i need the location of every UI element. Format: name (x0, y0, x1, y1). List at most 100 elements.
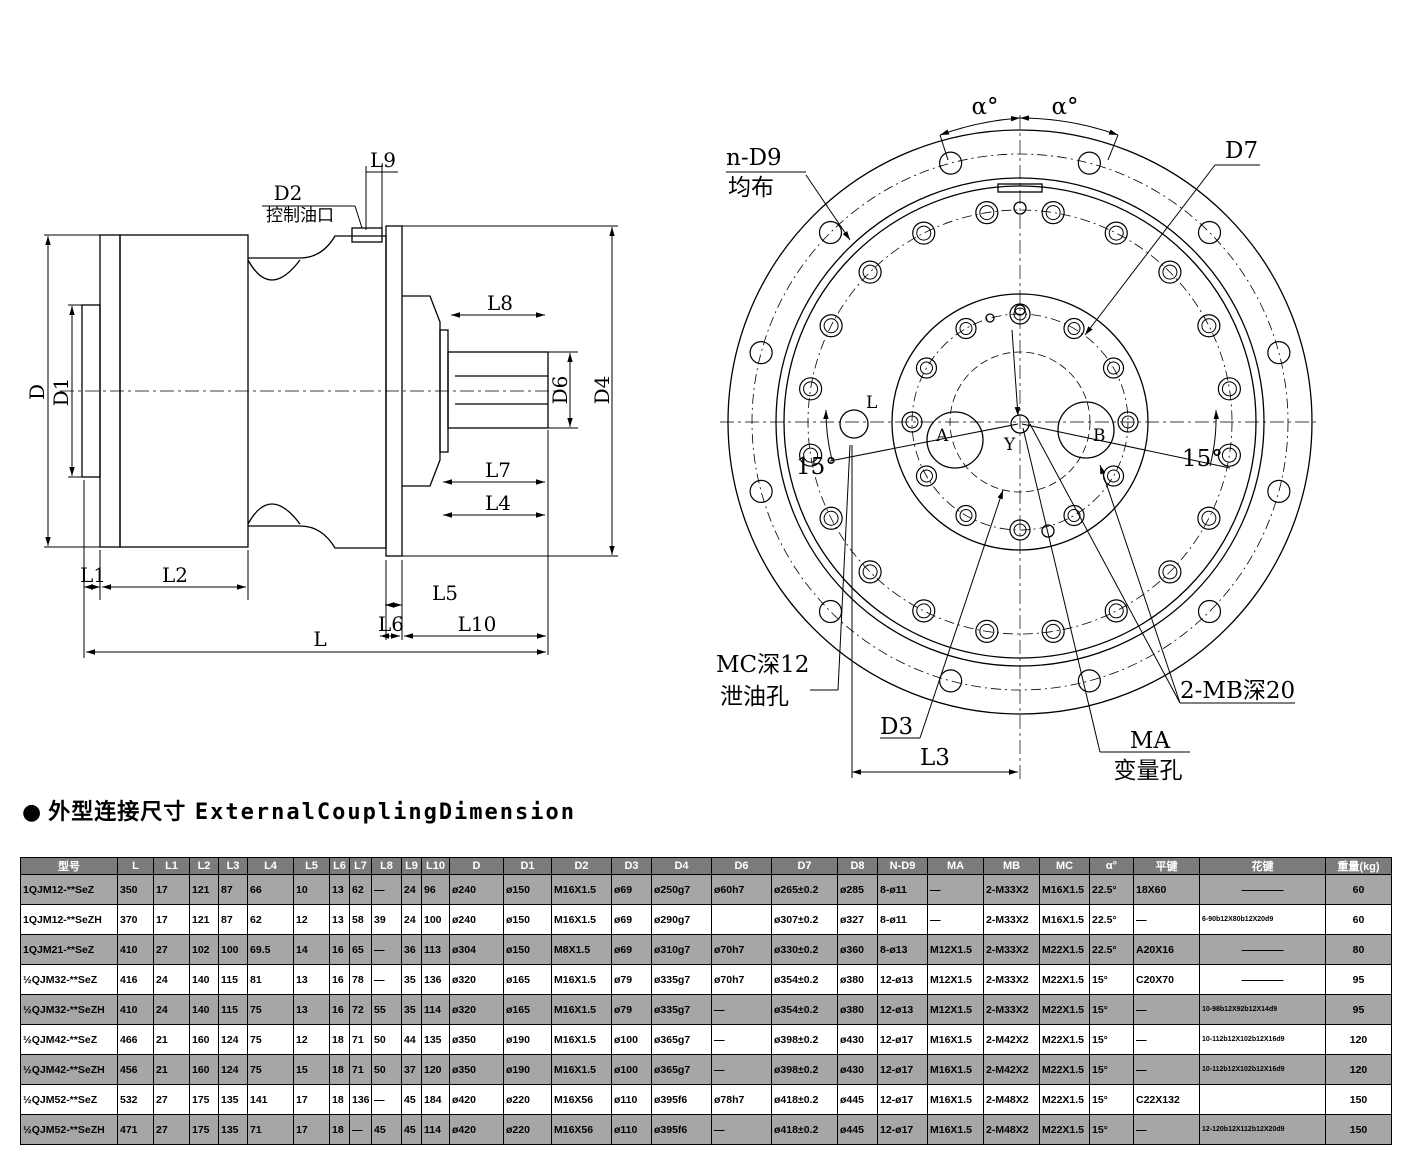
label-d1: D1 (49, 378, 73, 407)
column-header: L1 (153, 857, 190, 875)
table-cell: 18X60 (1133, 874, 1200, 905)
table-cell: — (927, 904, 984, 935)
label-d: D (25, 384, 49, 400)
table-cell: 140 (189, 964, 219, 995)
bolt-hole (749, 341, 773, 365)
table-cell: 114 (421, 1114, 450, 1145)
table-cell: 12-ø17 (877, 1114, 928, 1145)
table-cell: M16X1.5 (927, 1024, 984, 1055)
table-cell: 22.5° (1089, 874, 1134, 905)
table-cell: M22X1.5 (1039, 994, 1090, 1025)
label-alpha-left: α° (971, 94, 998, 120)
table-cell: 135 (218, 1114, 248, 1145)
table-cell: 8-ø11 (877, 904, 928, 935)
table-cell: 135 (218, 1084, 248, 1115)
table-cell: ø398±0.2 (771, 1054, 838, 1085)
table-cell: ø320 (449, 964, 504, 995)
table-cell: ø350 (449, 1024, 504, 1055)
table-cell: M12X1.5 (927, 994, 984, 1025)
label-l1: L1 (80, 563, 106, 587)
table-cell: 65 (349, 934, 372, 965)
bolt-hole (915, 465, 938, 487)
label-n-d9: n-D9 (726, 145, 782, 171)
table-cell: 87 (218, 904, 248, 935)
table-cell: M16X1.5 (551, 874, 612, 905)
table-cell: 136 (349, 1084, 372, 1115)
table-cell: 175 (189, 1114, 219, 1145)
table-cell: M8X1.5 (551, 934, 612, 965)
label-d7: D7 (1225, 138, 1258, 164)
table-cell: ø418±0.2 (771, 1114, 838, 1145)
bolt-hole (1077, 151, 1101, 175)
table-cell (711, 904, 772, 935)
bolt-hole (858, 560, 882, 584)
table-cell: 35 (401, 994, 422, 1025)
table-cell: 60 (1325, 874, 1392, 905)
table-cell: C20X70 (1133, 964, 1200, 995)
table-cell: 17 (153, 904, 190, 935)
table-cell: M16X1.5 (1039, 904, 1090, 935)
table-cell: ø335g7 (651, 994, 712, 1025)
table-cell: 75 (247, 994, 294, 1025)
bolt-hole (1009, 303, 1031, 325)
label-l4: L4 (485, 491, 511, 515)
column-header: L2 (189, 857, 219, 875)
table-cell: — (1133, 904, 1200, 935)
bolt-hole-thread (1045, 623, 1061, 639)
column-header: D1 (503, 857, 552, 875)
table-cell: ø220 (503, 1084, 552, 1115)
table-cell: 12-ø17 (877, 1084, 928, 1115)
table-cell: ø307±0.2 (771, 904, 838, 935)
bolt-hole-thread (916, 603, 932, 619)
bolt-hole (975, 619, 999, 643)
table-cell: ø398±0.2 (771, 1024, 838, 1055)
bolt-hole (1158, 260, 1182, 284)
table-cell: 13 (293, 964, 330, 995)
side-view-labels: D D1 L9 D2 控制油口 L8 D6 D4 L7 L4 L1 L2 L5 … (25, 148, 614, 651)
table-cell: ½QJM52-**SeZ (20, 1084, 118, 1115)
table-cell: ø190 (503, 1054, 552, 1085)
bolt-hole (1267, 479, 1291, 503)
table-cell: ø330±0.2 (771, 934, 838, 965)
column-header: 平键 (1133, 857, 1200, 875)
label-port-b: B (1093, 426, 1106, 446)
table-cell: M12X1.5 (927, 964, 984, 995)
bolt-hole (1197, 506, 1221, 530)
table-cell: 62 (349, 874, 372, 905)
bolt-hole (1077, 669, 1101, 693)
table-cell: 15° (1089, 1114, 1134, 1145)
table-cell: ø60h7 (711, 874, 772, 905)
table-cell: 416 (117, 964, 154, 995)
bolt-hole-thread (979, 623, 995, 639)
bolt-hole-thread (1107, 361, 1121, 375)
bolt-hole (818, 599, 843, 624)
table-cell: 150 (1325, 1084, 1392, 1115)
table-cell: 1QJM21-**SeZ (20, 934, 118, 965)
column-header: 花键 (1199, 857, 1326, 875)
section-title-en: ExternalCouplingDimension (194, 800, 577, 825)
table-cell: ø304 (449, 934, 504, 965)
table-cell: ———— (1199, 964, 1326, 995)
table-cell: 13 (329, 904, 350, 935)
table-cell: 50 (371, 1024, 402, 1055)
label-alpha-right: α° (1051, 94, 1078, 120)
column-header: N-D9 (877, 857, 928, 875)
table-cell: ø420 (449, 1114, 504, 1145)
table-cell (1199, 1084, 1326, 1115)
table-cell: — (1133, 1114, 1200, 1145)
table-cell: 12-ø13 (877, 994, 928, 1025)
table-cell: 16 (329, 994, 350, 1025)
table-cell: 15° (1089, 1054, 1134, 1085)
table-cell: 2-M33X2 (983, 904, 1040, 935)
bolt-hole-thread (1121, 415, 1135, 429)
table-cell: 160 (189, 1054, 219, 1085)
bolt-hole (1267, 341, 1291, 365)
table-cell: 13 (329, 874, 350, 905)
column-header: 型号 (20, 857, 118, 875)
table-cell: M16X1.5 (551, 904, 612, 935)
table-cell: — (371, 874, 402, 905)
table-cell: M16X1.5 (927, 1054, 984, 1085)
